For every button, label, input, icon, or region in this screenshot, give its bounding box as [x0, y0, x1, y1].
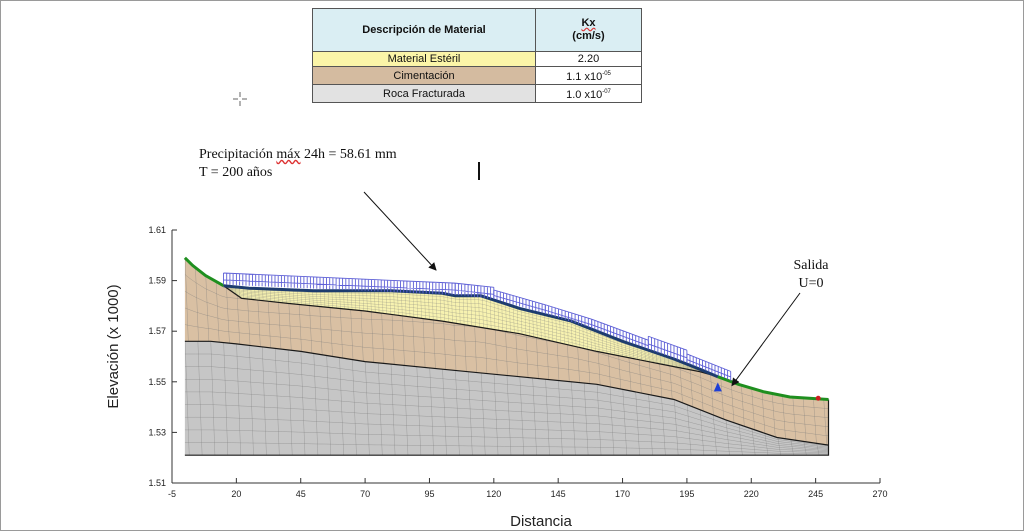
material-table: Descripción de Material Kx (cm/s) Materi… — [312, 8, 642, 103]
y-tick-label: 1.55 — [148, 377, 166, 387]
y-tick-label: 1.51 — [148, 478, 166, 488]
rain-segment — [686, 353, 732, 381]
foundation-mesh — [184, 257, 829, 446]
rain-segment-lines — [544, 304, 593, 329]
kx-header: Kx (cm/s) — [535, 8, 642, 52]
y-tick-label: 1.61 — [148, 225, 166, 235]
x-tick-label: 70 — [360, 489, 370, 499]
kx-unit: (cm/s) — [572, 30, 605, 42]
rain-segment-lines — [493, 289, 546, 314]
foundation-base-line — [184, 340, 829, 446]
x-tick-label: 220 — [744, 489, 759, 499]
x-tick-label: 245 — [808, 489, 823, 499]
y-tick-label: 1.57 — [148, 326, 166, 336]
waste-layer — [223, 285, 718, 377]
x-tick-label: 20 — [231, 489, 241, 499]
rain-segment-lines — [454, 282, 495, 299]
rain-segment-lines — [223, 272, 456, 295]
material-row: Cimentación 1.1 x10-05 — [312, 66, 642, 85]
x-tick-label: -5 — [168, 489, 176, 499]
material-kx: 1.0 x10-07 — [535, 84, 642, 103]
x-tick-label: 45 — [296, 489, 306, 499]
rain-segment — [544, 304, 593, 329]
x-tick-label: 270 — [872, 489, 887, 499]
rain-segment — [454, 282, 495, 299]
boundary-end-dot — [815, 395, 821, 401]
finite-element-mesh — [184, 257, 829, 456]
rock-mesh — [184, 341, 829, 456]
y-tick-label: 1.59 — [148, 276, 166, 286]
rain-boundary-segments — [223, 272, 732, 381]
section-boundary — [184, 399, 830, 456]
material-name: Material Estéril — [312, 51, 536, 67]
rain-segment — [591, 318, 649, 350]
x-axis-title: Distancia — [510, 513, 572, 530]
crosshair-cursor-icon — [233, 92, 247, 106]
seepage-face-triangle — [713, 382, 722, 392]
x-tick-label: 195 — [679, 489, 694, 499]
text-cursor — [478, 162, 480, 180]
y-axis-title: Elevación (x 1000) — [105, 284, 122, 408]
rock-mesh-lines — [184, 341, 829, 456]
waste-base-line — [223, 285, 718, 378]
x-tick-label: 95 — [424, 489, 434, 499]
chart-axes: -5 20 45 70 95 120 145 170 195 220 245 270 1.61 1.59 1… — [105, 225, 888, 530]
x-tick-label: 120 — [486, 489, 501, 499]
kx-symbol: Kx — [581, 17, 596, 29]
y-tick-label: 1.53 — [148, 427, 166, 437]
rain-segment — [223, 272, 456, 295]
rain-segment-lines — [686, 353, 732, 381]
material-name: Roca Fracturada — [312, 84, 536, 103]
outlet-arrow — [731, 292, 801, 387]
rock-layer — [184, 341, 829, 456]
material-layers — [184, 257, 829, 456]
foundation-layer — [184, 257, 829, 446]
material-row: Material Estéril 2.20 — [312, 51, 642, 67]
rain-segment — [647, 335, 688, 364]
x-tick-label: 170 — [615, 489, 630, 499]
rain-segment — [493, 289, 546, 314]
precipitation-note: Precipitación máx 24h = 58.61 mm — [199, 147, 397, 162]
material-row: Roca Fracturada 1.0 x10-07 — [312, 84, 642, 103]
x-tick-label: 145 — [551, 489, 566, 499]
material-name: Cimentación — [312, 66, 536, 85]
foundation-mesh-lines — [184, 257, 829, 446]
precipitation-arrow — [363, 191, 437, 271]
rain-segment-lines — [647, 335, 688, 364]
rain-segment-lines — [591, 318, 649, 350]
return-period-note: T = 200 años — [199, 165, 273, 180]
annotation-arrows — [363, 191, 821, 401]
left-ground-surface — [183, 256, 225, 288]
